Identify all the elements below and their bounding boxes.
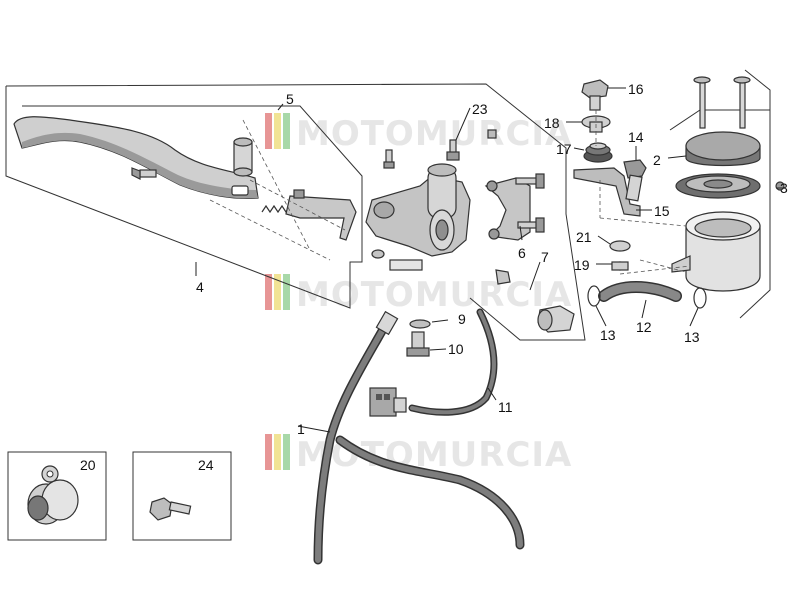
reservoir-cap bbox=[685, 131, 761, 167]
small-nut bbox=[487, 129, 497, 139]
pivot-bushing bbox=[233, 137, 253, 177]
assembly-guides-reservoir bbox=[595, 110, 691, 275]
outer-assembly-frame bbox=[5, 83, 586, 341]
callout-14: 14 bbox=[628, 129, 644, 145]
brake-switch-washer bbox=[371, 249, 385, 259]
clamp-bolt-lower bbox=[517, 217, 545, 233]
switch-screw bbox=[446, 139, 460, 161]
callout-13-left: 13 bbox=[600, 327, 616, 343]
callout-23: 23 bbox=[472, 101, 488, 117]
callout-20: 20 bbox=[80, 457, 96, 473]
callout-16: 16 bbox=[628, 81, 644, 97]
hose-clip-left bbox=[587, 285, 601, 307]
master-cylinder-body bbox=[365, 163, 471, 257]
watermark-top: MOTOMURCIA bbox=[265, 113, 572, 154]
cap-diaphragm bbox=[675, 173, 761, 199]
callout-21: 21 bbox=[576, 229, 592, 245]
callout-7: 7 bbox=[541, 249, 549, 265]
brake-hose-lower-inner bbox=[337, 437, 523, 548]
callout-17: 17 bbox=[556, 141, 572, 157]
adjuster-bracket bbox=[285, 195, 357, 241]
callout-5: 5 bbox=[286, 91, 294, 107]
reservoir-hose-inner bbox=[599, 282, 681, 301]
hose-end-fitting bbox=[375, 310, 399, 336]
callout-13-right: 13 bbox=[684, 329, 700, 345]
callout-10: 10 bbox=[448, 341, 464, 357]
detail-box-20 bbox=[7, 451, 107, 541]
watermark-middle: MOTOMURCIA bbox=[265, 274, 572, 315]
callout-3: 3 bbox=[780, 180, 788, 196]
callout-18: 18 bbox=[544, 115, 560, 131]
callout-4: 4 bbox=[196, 279, 204, 295]
callout-24: 24 bbox=[198, 457, 214, 473]
reservoir-cap-frame bbox=[669, 109, 770, 131]
fluid-reservoir bbox=[671, 211, 761, 292]
callout-19: 19 bbox=[574, 257, 590, 273]
lever-slot bbox=[231, 185, 249, 196]
cap-screw-left bbox=[693, 76, 711, 129]
handlebar-clamp bbox=[484, 177, 531, 241]
small-screw-left bbox=[383, 149, 395, 169]
watermark-text-middle: MOTOMURCIA bbox=[296, 275, 572, 315]
watermark-text-top: MOTOMURCIA bbox=[296, 114, 572, 154]
callout-2: 2 bbox=[653, 152, 661, 168]
callout-15: 15 bbox=[654, 203, 670, 219]
cap-screw-right bbox=[733, 76, 751, 129]
washer-21 bbox=[609, 240, 631, 252]
lever-group-frame bbox=[5, 86, 363, 309]
reservoir-bracket bbox=[573, 167, 641, 217]
brake-light-switch bbox=[389, 259, 423, 271]
callout-1: 1 bbox=[297, 421, 305, 437]
assembly-guides-lever bbox=[209, 119, 346, 261]
hose-banjo-fitting bbox=[495, 269, 575, 333]
reservoir-group-frame bbox=[739, 69, 771, 319]
lever-pin-bolt bbox=[131, 167, 157, 180]
clamp-bolt-upper bbox=[515, 173, 545, 189]
diaphragm-17 bbox=[583, 142, 613, 163]
switch-cable-inner bbox=[410, 310, 496, 415]
callout-9: 9 bbox=[458, 311, 466, 327]
cable-connector bbox=[369, 387, 407, 417]
brake-hose-inner bbox=[315, 321, 389, 563]
return-spring bbox=[261, 204, 291, 214]
callout-12: 12 bbox=[636, 319, 652, 335]
fitting-19 bbox=[611, 261, 629, 271]
hose-clip-right bbox=[693, 287, 707, 309]
bracket-bolt bbox=[623, 159, 647, 202]
copper-washer bbox=[409, 319, 431, 329]
banjo-bolt-top bbox=[581, 79, 609, 111]
banjo-bolt bbox=[406, 331, 430, 357]
callout-11: 11 bbox=[498, 399, 513, 415]
bolt-24 bbox=[149, 497, 192, 521]
detail-box-24 bbox=[132, 451, 232, 541]
callout-6: 6 bbox=[518, 245, 526, 261]
grommet-20 bbox=[27, 465, 79, 525]
leader-lines bbox=[195, 87, 784, 433]
